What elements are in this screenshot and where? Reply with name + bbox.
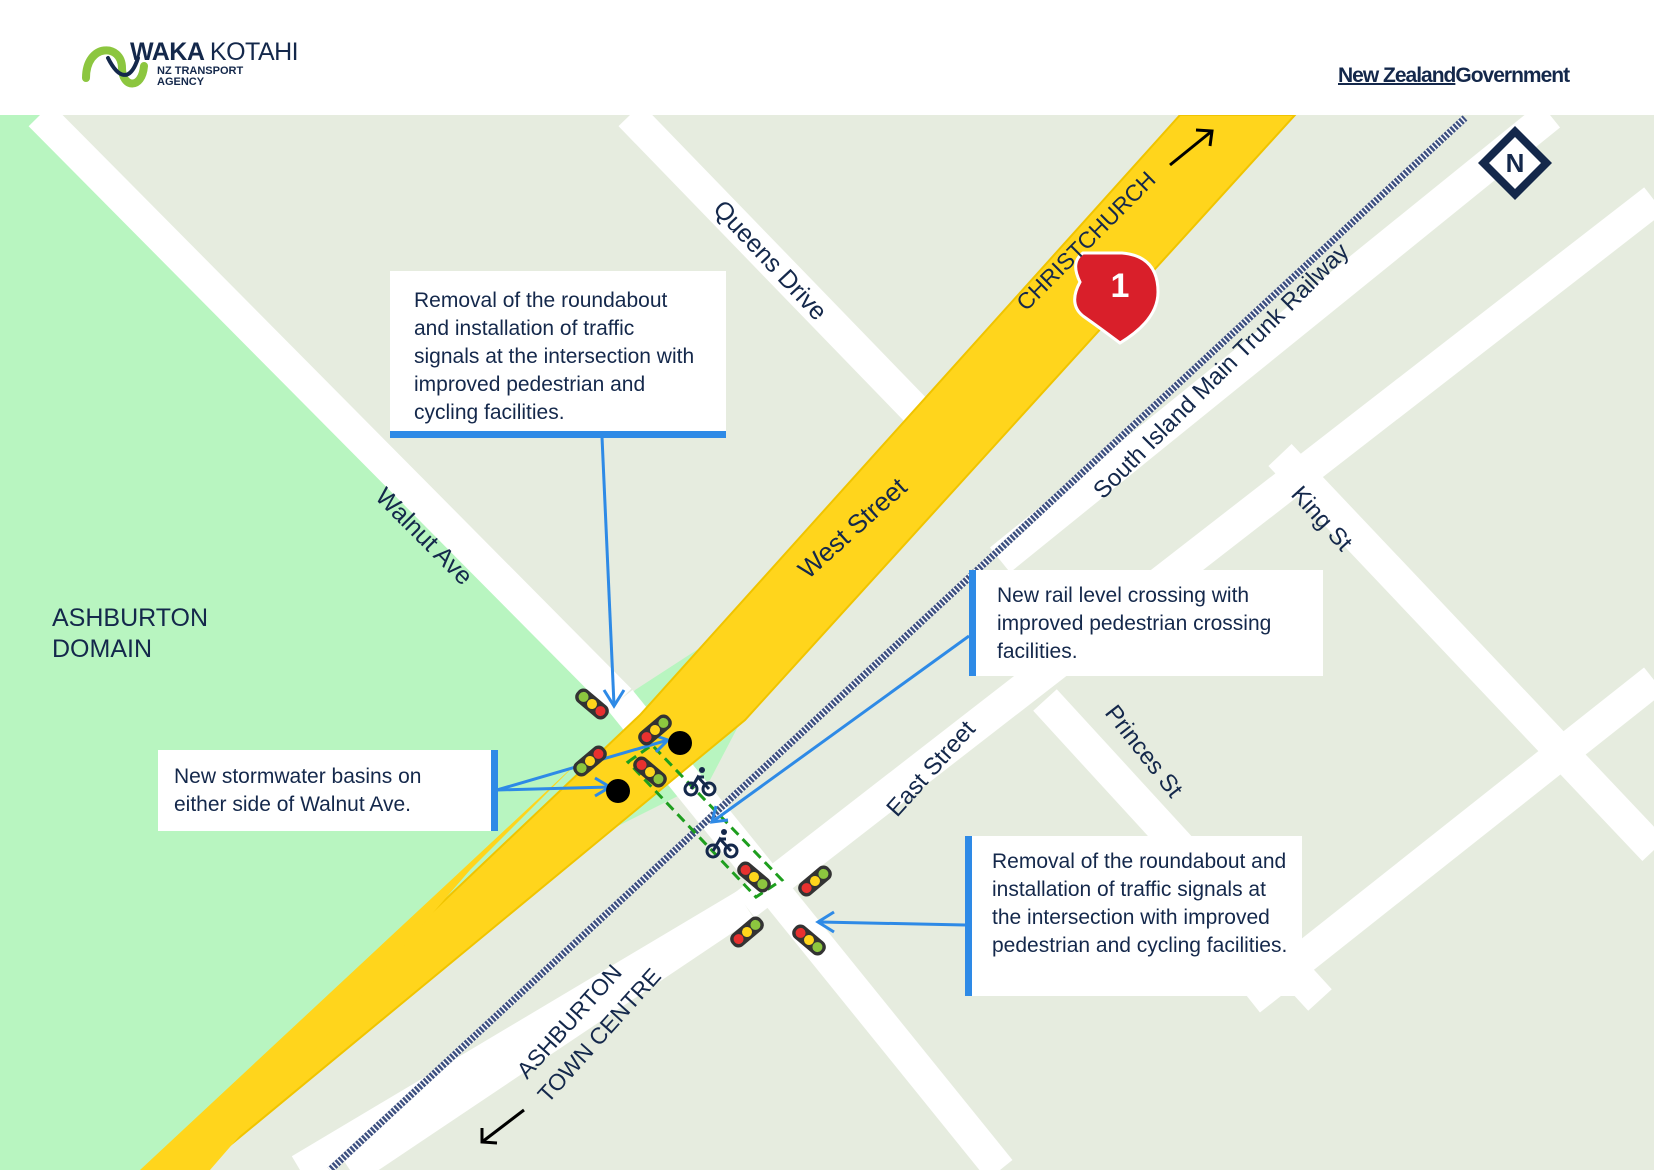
nz-government-logo: New ZealandGovernment xyxy=(1338,64,1570,88)
north-arrow-label: N xyxy=(1506,148,1525,178)
connector-stormwater-b xyxy=(496,785,611,792)
connector-roundabout-west xyxy=(600,436,616,706)
traffic-signal-icon xyxy=(573,745,607,777)
stormwater-basin-icon xyxy=(668,731,692,755)
waka-kotahi-logo-icon xyxy=(82,46,148,88)
callout-roundabout-east-text: Removal of the roundabout and installati… xyxy=(992,850,1288,957)
cyclist-icon xyxy=(705,829,739,859)
project-map: 1 N ASHBURTON DOMAIN Walnut Ave West Str… xyxy=(0,115,1654,1170)
connector-rail-crossing-arrowhead xyxy=(710,805,729,824)
traffic-signal-icon xyxy=(798,865,832,897)
traffic-signals xyxy=(573,688,832,956)
queens-drive-road xyxy=(618,115,947,442)
east-street-road xyxy=(735,187,1654,918)
traffic-signal-icon xyxy=(575,688,609,720)
stormwater-basin-icon xyxy=(606,779,630,803)
nz-gov-part1: New Zealand xyxy=(1338,64,1456,87)
connector-roundabout-west-arrowhead xyxy=(602,689,626,709)
logo-name-bold: WAKA xyxy=(130,38,204,66)
logo-sub-line1: NZ TRANSPORT xyxy=(157,65,244,77)
domain-label-line1: ASHBURTON xyxy=(52,604,208,632)
traffic-signal-icon xyxy=(633,756,667,788)
direction-arrow-icon xyxy=(1169,128,1214,167)
pedestrian-crossing xyxy=(625,743,785,899)
ashburton-domain-area xyxy=(0,115,640,1170)
west-street-highway-lower xyxy=(140,760,580,1170)
domain-label-line2: DOMAIN xyxy=(52,635,152,663)
local-roads xyxy=(28,115,1654,1170)
highway-shield-number: 1 xyxy=(1111,267,1130,305)
nz-gov-part2: Government xyxy=(1455,64,1570,87)
railway-corridor-road xyxy=(341,891,754,1170)
traffic-signal-icon xyxy=(737,861,771,893)
direction-arrow-icon xyxy=(480,1108,525,1145)
callout-rail-crossing: New rail level crossing with improved pe… xyxy=(969,570,1323,676)
west-street-highway xyxy=(158,115,1297,1170)
callout-roundabout-west-text: Removal of the roundabout and installati… xyxy=(414,289,695,424)
traffic-signal-icon xyxy=(730,916,764,948)
logo-title: WAKA KOTAHI xyxy=(130,38,299,67)
callout-stormwater: New stormwater basins on either side of … xyxy=(158,750,498,831)
railway-line xyxy=(327,115,1468,1170)
highway-shield-icon: 1 xyxy=(1073,251,1160,345)
walnut-ave-road xyxy=(28,115,632,712)
traffic-signal-icon xyxy=(792,924,826,956)
lower-cross-road xyxy=(1240,667,1654,1013)
upper-cross-road xyxy=(989,115,1561,573)
logo-name-light: KOTAHI xyxy=(209,38,299,66)
north-arrow-icon: N xyxy=(1478,126,1552,200)
cyclist-icon xyxy=(683,767,717,797)
connector-roundabout-east-arrowhead xyxy=(815,910,835,934)
connector-roundabout-east xyxy=(819,920,966,927)
connector-rail-crossing xyxy=(711,634,970,824)
callout-roundabout-west: Removal of the roundabout and installati… xyxy=(390,271,726,438)
traffic-signal-icon xyxy=(638,714,672,746)
callout-stormwater-text: New stormwater basins on either side of … xyxy=(174,765,422,816)
callout-rail-crossing-text: New rail level crossing with improved pe… xyxy=(997,584,1272,663)
logo-sub-line2: AGENCY xyxy=(157,76,205,88)
king-st-road xyxy=(1268,443,1654,862)
callout-roundabout-east: Removal of the roundabout and installati… xyxy=(965,836,1302,996)
